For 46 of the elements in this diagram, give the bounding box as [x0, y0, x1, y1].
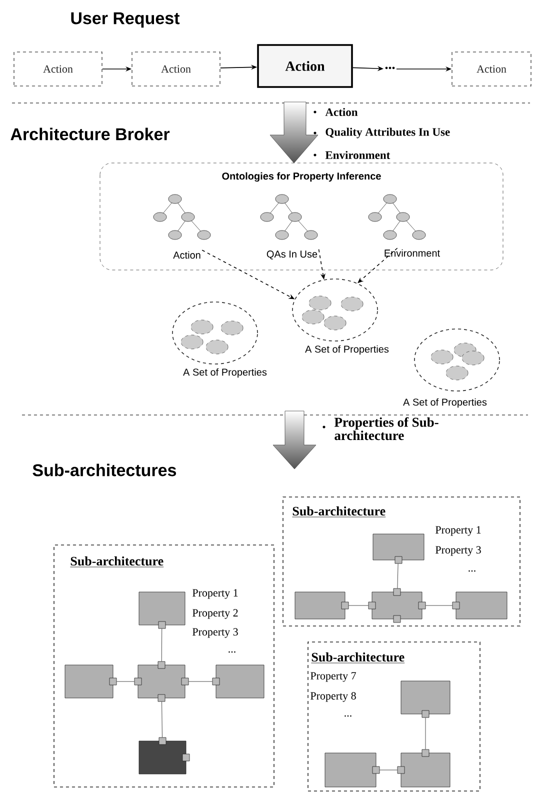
node-label: Environment: [384, 249, 440, 257]
component-box: [368, 588, 426, 623]
action-box: Action: [132, 52, 220, 86]
component-box: [324, 752, 380, 788]
component-box: [400, 680, 450, 718]
property-set: A Set of Properties: [403, 328, 500, 408]
bullet-item: Properties of Sub-architecture: [322, 417, 438, 440]
component-box: [138, 737, 190, 774]
component-box: [134, 661, 189, 702]
heading: Architecture Broker: [10, 128, 170, 140]
node-label: A Set of Properties: [403, 398, 487, 408]
heading: Sub-architectures: [32, 464, 176, 476]
bullet-item: Environment: [314, 150, 390, 160]
component-box: [138, 592, 186, 629]
component-box: [212, 664, 264, 698]
connector-line: [397, 564, 398, 588]
ontology-tree: QAs In Use: [260, 194, 318, 260]
component-box: [294, 592, 349, 620]
sub-architecture-panel: Sub-architecture Property 7 Property 8 ...: [308, 642, 480, 792]
ontology-tree: Action: [153, 194, 211, 259]
component-box: [64, 664, 117, 698]
connector-line: [426, 605, 452, 606]
bullet-item: Action: [314, 108, 358, 116]
node-label: A Set of Properties: [305, 345, 389, 355]
connector-line: [161, 628, 162, 662]
node-label: QAs In Use: [266, 250, 318, 260]
component-box: [397, 749, 450, 788]
connector-line: [348, 605, 368, 606]
connector-line: [188, 681, 212, 682]
action-box: Action: [14, 52, 102, 86]
sub-architecture-panel: Sub-architecture Property 1 Property 2 Property 3 ...: [54, 544, 274, 788]
node-label: A Set of Properties: [183, 368, 267, 378]
node-label: Action: [173, 251, 200, 259]
property-set: A Set of Properties: [292, 278, 389, 355]
component-box: [452, 592, 508, 620]
action-box: Action: [452, 52, 532, 86]
sub-architecture-panel: Sub-architecture Property 1 Property 3 ...: [282, 496, 520, 626]
ellipsis: •••: [385, 66, 395, 70]
bullet-item: Quality Attributes In Use: [314, 128, 450, 138]
component-box: [372, 534, 424, 564]
property-set: A Set of Properties: [172, 302, 267, 378]
heading: User Request: [71, 12, 180, 28]
current-action-box: Action: [257, 44, 353, 88]
connector-line: [425, 718, 426, 750]
connector-line: [116, 681, 134, 682]
ontology-tree: Environment: [368, 194, 440, 257]
